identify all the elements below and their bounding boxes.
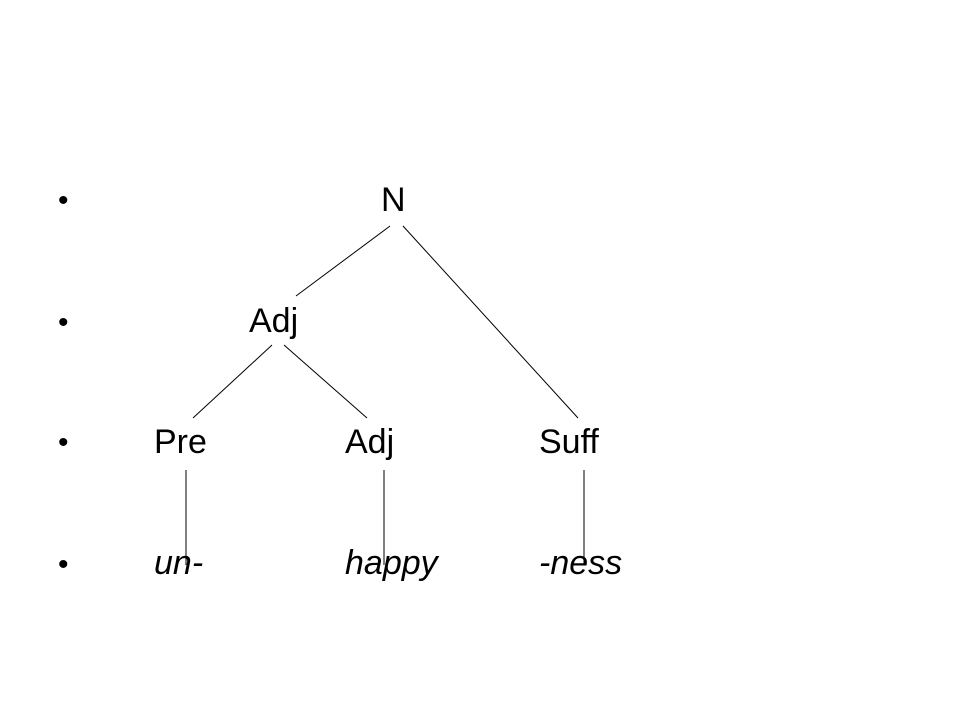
edge-adj-to-adj (283, 344, 368, 419)
bullet-4: • (58, 548, 69, 581)
morpheme-ness: -ness (539, 544, 623, 582)
bullet-2: • (58, 306, 69, 339)
morpheme-un: un- (154, 544, 204, 582)
edge-adj-to-pre (192, 344, 273, 419)
edge-n-to-adj (295, 225, 391, 297)
bullet-1: • (58, 184, 69, 217)
bullet-3: • (58, 426, 69, 459)
node-n: N (381, 181, 406, 219)
morpheme-happy: happy (345, 544, 438, 582)
node-pre: Pre (154, 423, 207, 461)
node-adj-top: Adj (249, 302, 299, 340)
node-suff: Suff (539, 423, 599, 461)
edge-n-to-suff (402, 225, 579, 419)
node-adj: Adj (345, 423, 395, 461)
